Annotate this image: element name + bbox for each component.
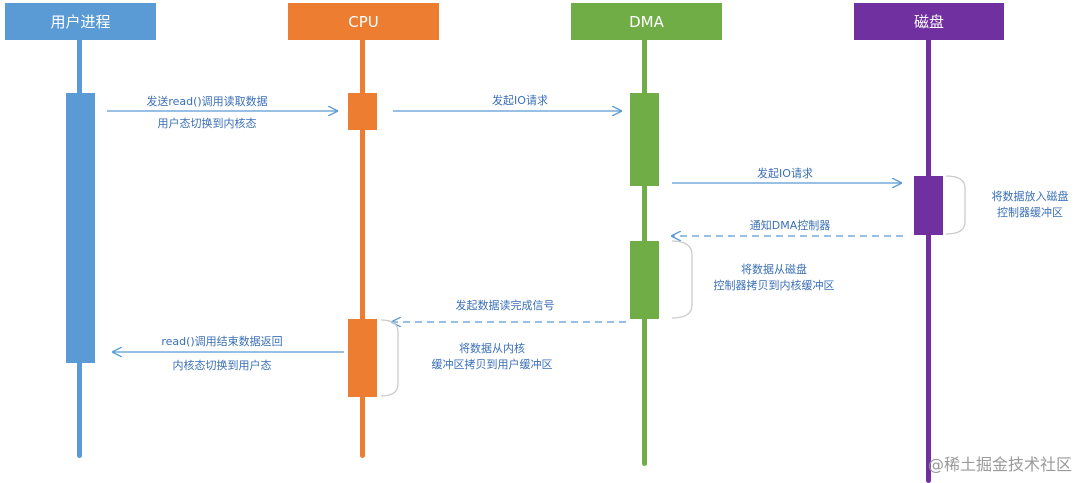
activation-dma-1 bbox=[630, 93, 659, 186]
message-notify-dma-line1: 通知DMA控制器 bbox=[749, 219, 831, 232]
note-cpu-copy: 将数据从内核 缓冲区拷贝到用户缓冲区 bbox=[432, 341, 553, 373]
note-dma-copy-line1: 将数据从磁盘 bbox=[741, 263, 807, 276]
lifeline-cpu bbox=[360, 38, 365, 458]
message-read-complete-line1: 发起数据读完成信号 bbox=[455, 299, 555, 312]
note-disk-buffer-line2: 控制器缓冲区 bbox=[997, 206, 1063, 219]
activation-cpu-2 bbox=[348, 319, 377, 397]
brace-cpu-note bbox=[380, 319, 399, 397]
brace-dma-note bbox=[671, 240, 693, 319]
activation-disk bbox=[914, 176, 943, 235]
note-cpu-copy-line1: 将数据从内核 bbox=[459, 342, 525, 355]
message-notify-dma: 通知DMA控制器 bbox=[750, 219, 831, 233]
message-send-read: 发送read()调用读取数据 bbox=[146, 95, 267, 109]
note-disk-buffer-line1: 将数据放入磁盘 bbox=[991, 190, 1069, 203]
note-disk-buffer: 将数据放入磁盘 控制器缓冲区 bbox=[992, 189, 1069, 221]
message-read-complete: 发起数据读完成信号 bbox=[456, 299, 555, 313]
message-send-read-line1: 发送read()调用读取数据 bbox=[146, 95, 268, 108]
activation-dma-2 bbox=[630, 241, 659, 319]
message-cpu-io-request: 发起IO请求 bbox=[492, 94, 548, 108]
message-dma-io-request-line1: 发起IO请求 bbox=[757, 167, 813, 180]
note-cpu-copy-line2: 缓冲区拷贝到用户缓冲区 bbox=[431, 358, 553, 371]
participant-dma: DMA bbox=[571, 3, 722, 40]
message-dma-io-request: 发起IO请求 bbox=[757, 167, 813, 181]
participant-disk: 磁盘 bbox=[854, 3, 1004, 40]
message-cpu-io-request-line1: 发起IO请求 bbox=[492, 94, 548, 107]
message-send-read-line2: 用户态切换到内核态 bbox=[157, 117, 257, 130]
note-dma-copy: 将数据从磁盘 控制器拷贝到内核缓冲区 bbox=[714, 262, 835, 294]
participant-cpu: CPU bbox=[288, 3, 439, 40]
message-read-return: read()调用结束数据返回 bbox=[161, 335, 282, 349]
message-read-return-line2: 内核态切换到用户态 bbox=[172, 359, 272, 372]
brace-disk-note bbox=[945, 175, 966, 235]
message-read-return-sub: 内核态切换到用户态 bbox=[173, 359, 272, 373]
message-send-read-sub: 用户态切换到内核态 bbox=[158, 117, 257, 131]
watermark: @稀土掘金技术社区 bbox=[927, 455, 1072, 474]
note-dma-copy-line2: 控制器拷贝到内核缓冲区 bbox=[713, 279, 835, 292]
activation-user bbox=[66, 93, 95, 363]
message-read-return-line1: read()调用结束数据返回 bbox=[161, 335, 283, 348]
lifeline-disk bbox=[926, 38, 931, 483]
participant-user: 用户进程 bbox=[5, 3, 156, 40]
activation-cpu-1 bbox=[348, 93, 377, 130]
